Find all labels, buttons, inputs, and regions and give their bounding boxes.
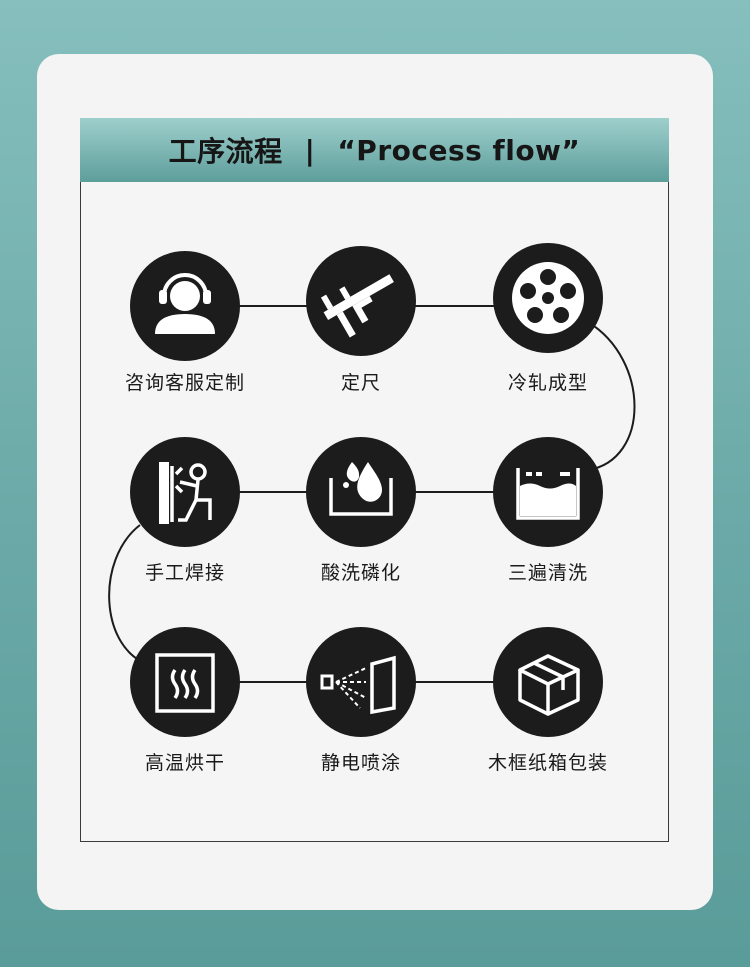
- step-label-3: 冷轧成型: [507, 372, 588, 394]
- water-drops-tank-icon: [329, 462, 393, 516]
- connector-curve-left: [108, 524, 151, 666]
- heat-waves-icon: [155, 653, 215, 713]
- headset-person-icon: [155, 273, 215, 334]
- step-label-6: 三遍清洗: [507, 562, 588, 584]
- step-label-9: 木框纸箱包装: [487, 752, 608, 774]
- node-pack: [493, 627, 603, 737]
- water-tank-icon: [516, 468, 580, 520]
- step-label-1: 咨询客服定制: [124, 372, 245, 394]
- step-label-8: 静电喷涂: [320, 752, 401, 774]
- box-package-icon: [518, 654, 580, 716]
- spray-gun-icon: [320, 655, 396, 715]
- step-label-7: 高温烘干: [144, 752, 225, 774]
- step-label-5: 酸洗磷化: [320, 562, 401, 584]
- step-label-4: 手工焊接: [144, 562, 225, 584]
- header-separator: |: [304, 133, 316, 167]
- section-header: 工序流程 | “Process flow”: [80, 118, 669, 182]
- film-reel-icon: [512, 262, 584, 334]
- node-weld: [130, 437, 240, 547]
- header-title-cn: 工序流程: [168, 135, 283, 168]
- header-title-en: “Process flow”: [337, 133, 581, 167]
- caliper-icon: [320, 274, 394, 338]
- welder-icon: [159, 462, 212, 524]
- connector-curve-right: [587, 321, 636, 471]
- step-label-2: 定尺: [340, 372, 381, 394]
